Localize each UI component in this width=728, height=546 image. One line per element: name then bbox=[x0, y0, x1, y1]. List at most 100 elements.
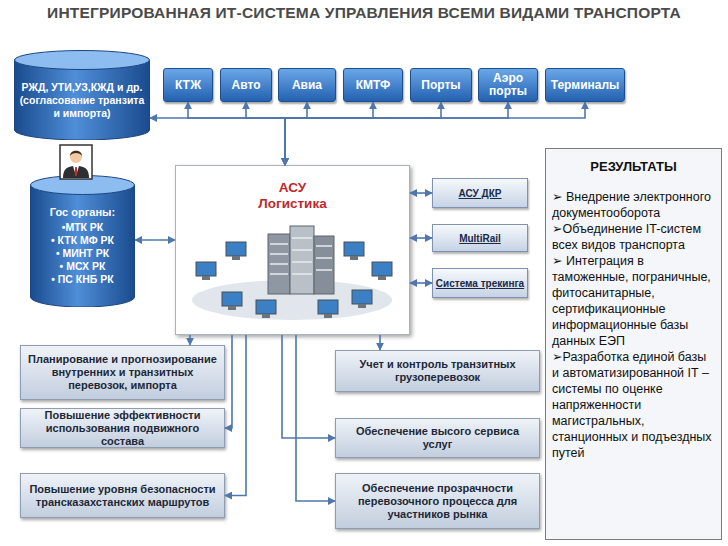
node-text: Обеспечение прозрачности перевозочного п… bbox=[341, 482, 534, 521]
connector-line bbox=[410, 192, 432, 194]
title-area: ИНТЕГРИРОВАННАЯ ИТ-СИСТЕМА УПРАВЛЕНИЯ ВС… bbox=[0, 4, 728, 22]
person-icon bbox=[60, 145, 92, 179]
person-suit bbox=[63, 166, 89, 178]
connector-line bbox=[285, 102, 307, 165]
node-text: • ПС КНБ РК bbox=[50, 273, 115, 286]
monitor-stand bbox=[262, 314, 270, 318]
connector-line bbox=[410, 237, 432, 239]
person-hair bbox=[70, 151, 82, 156]
text-group: Авиа bbox=[292, 79, 322, 92]
person-tie bbox=[75, 167, 78, 176]
monitor-screen bbox=[226, 242, 246, 256]
connector-line bbox=[188, 102, 285, 165]
connector-group bbox=[135, 102, 585, 501]
cylinder-body bbox=[31, 185, 135, 307]
transport-box: Авто bbox=[220, 68, 272, 102]
text-group: КМТФ bbox=[356, 79, 390, 92]
text-group: АСУ Логистика bbox=[248, 180, 338, 212]
monitor-stand bbox=[378, 276, 386, 280]
transport-box: КТЖ bbox=[163, 68, 213, 102]
text-group: КТЖ bbox=[175, 79, 201, 92]
connector-line bbox=[135, 239, 175, 241]
text-group: АСУ ДКР bbox=[459, 188, 502, 199]
text-group: РЕЗУЛЬТАТЫ➢ Внедрение электронного докум… bbox=[552, 159, 715, 461]
transport-box: КМТФ bbox=[343, 68, 403, 102]
database-cylinder: РЖД, УТИ,УЗ,КЖД и др. (согласование тран… bbox=[14, 50, 150, 140]
text-group: Обеспечение высого сервиса услуг bbox=[341, 425, 534, 451]
node-text: ➢ Интеграция в таможенные, пограничные, … bbox=[552, 253, 715, 349]
system-box: АСУ Логистика bbox=[175, 165, 410, 335]
connector-line bbox=[150, 118, 285, 165]
monitor-screen bbox=[222, 292, 242, 306]
transport-box: Авиа bbox=[278, 68, 336, 102]
node-text: Планирование и прогнозирование внутренни… bbox=[26, 353, 219, 392]
node-text: MultiRail bbox=[459, 233, 501, 244]
monitor-screen bbox=[256, 300, 276, 314]
connector-line bbox=[285, 102, 508, 165]
text-group: Порты bbox=[421, 79, 460, 92]
subsystem-box: АСУ ДКР bbox=[432, 178, 528, 208]
monitor-stand bbox=[324, 314, 332, 318]
connector-line bbox=[225, 335, 232, 428]
connector-line bbox=[410, 282, 432, 284]
node-text: ➢Объединение IT-систем всех видов трансп… bbox=[552, 221, 715, 253]
person-shirt bbox=[73, 166, 79, 176]
text-group: Аэро порты bbox=[481, 72, 535, 98]
text-group: Терминалы bbox=[551, 79, 620, 92]
transport-box: Терминалы bbox=[545, 68, 625, 102]
monitor-icon bbox=[196, 242, 392, 318]
results-box: РЕЗУЛЬТАТЫ➢ Внедрение электронного докум… bbox=[545, 148, 722, 540]
node-text: Авто bbox=[232, 79, 261, 92]
node-text: АСУ Логистика bbox=[248, 180, 338, 212]
node-heading: Гос органы: bbox=[50, 206, 115, 219]
node-text: •МТК РК bbox=[50, 221, 115, 234]
node-text: Терминалы bbox=[551, 79, 620, 92]
goal-box: Повышение уровня безопасности трансказах… bbox=[20, 473, 225, 518]
subsystem-box: MultiRail bbox=[432, 224, 528, 252]
rack-slots bbox=[270, 238, 332, 274]
node-text: Учет и контроль транзитных грузоперевозо… bbox=[341, 358, 534, 384]
node-text: Порты bbox=[421, 79, 460, 92]
text-group: Учет и контроль транзитных грузоперевозо… bbox=[341, 358, 534, 384]
node-text: КТЖ bbox=[175, 79, 201, 92]
monitor-screen bbox=[372, 262, 392, 276]
transport-box: Аэро порты bbox=[478, 68, 538, 102]
subsystem-box: Система трекинга bbox=[432, 268, 528, 298]
goal-box: Обеспечение высого сервиса услуг bbox=[335, 418, 540, 458]
connector-line bbox=[189, 335, 191, 345]
monitor-stand bbox=[228, 306, 236, 310]
goal-box: Повышение эффективности использования по… bbox=[20, 408, 225, 448]
node-text: АСУ ДКР bbox=[459, 188, 502, 199]
text-group: Гос органы:•МТК РК• КТК МФ РК• МИНТ РК• … bbox=[46, 196, 119, 286]
server-rack bbox=[290, 226, 314, 294]
connector-line bbox=[282, 335, 335, 438]
server-rack bbox=[268, 234, 290, 294]
text-group: Система трекинга bbox=[436, 278, 524, 289]
monitor-stand bbox=[358, 304, 366, 308]
node-text: ➢Разработка единой базы и автоматизирова… bbox=[552, 349, 715, 461]
text-group: РЖД, УТИ,УЗ,КЖД и др. (согласование тран… bbox=[14, 71, 150, 120]
cylinder-body bbox=[15, 60, 150, 140]
text-group: MultiRail bbox=[459, 233, 501, 244]
monitor-stand bbox=[202, 276, 210, 280]
text-group: Повышение эффективности использования по… bbox=[26, 409, 219, 448]
goal-box: Планирование и прогнозирование внутренни… bbox=[20, 345, 225, 400]
node-text: ➢ Внедрение электронного документооборот… bbox=[552, 189, 715, 221]
node-text: Система трекинга bbox=[436, 278, 524, 289]
monitor-screen bbox=[352, 290, 372, 304]
node-text: • МСХ РК bbox=[50, 260, 115, 273]
text-group: Планирование и прогнозирование внутренни… bbox=[26, 353, 219, 392]
server-rack bbox=[314, 236, 334, 294]
connector-line bbox=[296, 335, 335, 501]
connector-line bbox=[379, 335, 381, 350]
icon-frame bbox=[60, 145, 92, 179]
connector-line bbox=[285, 102, 441, 165]
platform-shadow bbox=[192, 280, 392, 320]
node-text: КМТФ bbox=[356, 79, 390, 92]
connector-line bbox=[225, 335, 246, 496]
server-illustration bbox=[192, 226, 392, 320]
database-cylinder: Гос органы:•МТК РК• КТК МФ РК• МИНТ РК• … bbox=[30, 175, 135, 307]
